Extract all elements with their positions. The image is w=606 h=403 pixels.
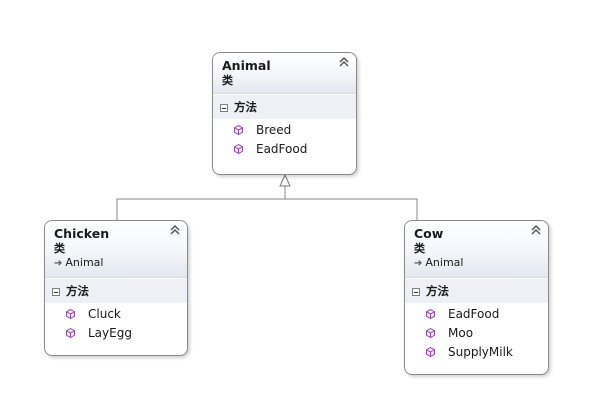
method-item[interactable]: EadFood bbox=[213, 140, 356, 159]
class-header: Animal 类 bbox=[213, 53, 356, 94]
method-item[interactable]: Moo bbox=[405, 324, 548, 343]
methods-list: EadFood Moo SupplyMilk bbox=[405, 303, 548, 366]
method-cube-icon bbox=[66, 328, 75, 338]
methods-section-header[interactable]: 方法 bbox=[405, 278, 548, 303]
method-item[interactable]: SupplyMilk bbox=[405, 343, 548, 362]
collapse-section-icon[interactable] bbox=[220, 104, 228, 112]
inherit-arrow-icon: ➔ bbox=[54, 258, 63, 269]
method-name: LayEgg bbox=[88, 326, 132, 340]
method-item[interactable]: Cluck bbox=[45, 305, 187, 324]
connector-chicken-to-animal bbox=[116, 198, 285, 220]
method-cube-icon bbox=[426, 347, 435, 357]
double-chevron-up-icon[interactable] bbox=[530, 224, 542, 237]
methods-list: Breed EadFood bbox=[213, 119, 356, 163]
methods-list: Cluck LayEgg bbox=[45, 303, 187, 347]
method-name: EadFood bbox=[448, 307, 500, 321]
collapse-section-icon[interactable] bbox=[412, 288, 420, 296]
method-cube-icon bbox=[426, 328, 435, 338]
method-cube-icon bbox=[66, 309, 75, 319]
method-item[interactable]: LayEgg bbox=[45, 324, 187, 343]
class-stereotype-icon: 类 bbox=[414, 242, 425, 255]
methods-section-header[interactable]: 方法 bbox=[45, 278, 187, 303]
double-chevron-up-icon[interactable] bbox=[169, 224, 181, 237]
section-label: 方法 bbox=[66, 284, 89, 298]
inherit-arrow-icon: ➔ bbox=[414, 258, 423, 269]
class-box-chicken[interactable]: Chicken 类 ➔Animal 方法 Cluck LayEgg bbox=[44, 220, 188, 356]
connector-cow-to-animal bbox=[285, 198, 418, 220]
section-label: 方法 bbox=[426, 284, 449, 298]
section-label: 方法 bbox=[234, 100, 257, 114]
base-class: ➔Animal bbox=[54, 256, 179, 271]
method-name: Moo bbox=[448, 326, 474, 340]
method-item[interactable]: EadFood bbox=[405, 305, 548, 324]
class-header: Cow 类 ➔Animal bbox=[405, 221, 548, 278]
method-cube-icon bbox=[234, 125, 243, 135]
class-box-animal[interactable]: Animal 类 方法 Breed EadFood bbox=[212, 52, 357, 175]
collapse-section-icon[interactable] bbox=[52, 288, 60, 296]
method-name: EadFood bbox=[256, 142, 308, 156]
method-cube-icon bbox=[426, 309, 435, 319]
class-title: Animal bbox=[222, 58, 271, 73]
double-chevron-up-icon[interactable] bbox=[338, 56, 350, 69]
base-class: ➔Animal bbox=[414, 256, 540, 271]
base-class-name: Animal bbox=[425, 256, 464, 269]
class-title: Chicken bbox=[54, 226, 110, 241]
method-item[interactable]: Breed bbox=[213, 121, 356, 140]
class-header: Chicken 类 ➔Animal bbox=[45, 221, 187, 278]
base-class-name: Animal bbox=[65, 256, 104, 269]
methods-section-header[interactable]: 方法 bbox=[213, 94, 356, 119]
class-stereotype-icon: 类 bbox=[54, 242, 65, 255]
class-box-cow[interactable]: Cow 类 ➔Animal 方法 EadFood Moo SupplyMilk bbox=[404, 220, 549, 375]
method-cube-icon bbox=[234, 144, 243, 154]
method-name: Breed bbox=[256, 123, 292, 137]
inheritance-triangle-icon bbox=[279, 173, 291, 187]
class-title: Cow bbox=[414, 226, 444, 241]
method-name: SupplyMilk bbox=[448, 345, 513, 359]
class-stereotype-icon: 类 bbox=[222, 74, 233, 87]
method-name: Cluck bbox=[88, 307, 121, 321]
